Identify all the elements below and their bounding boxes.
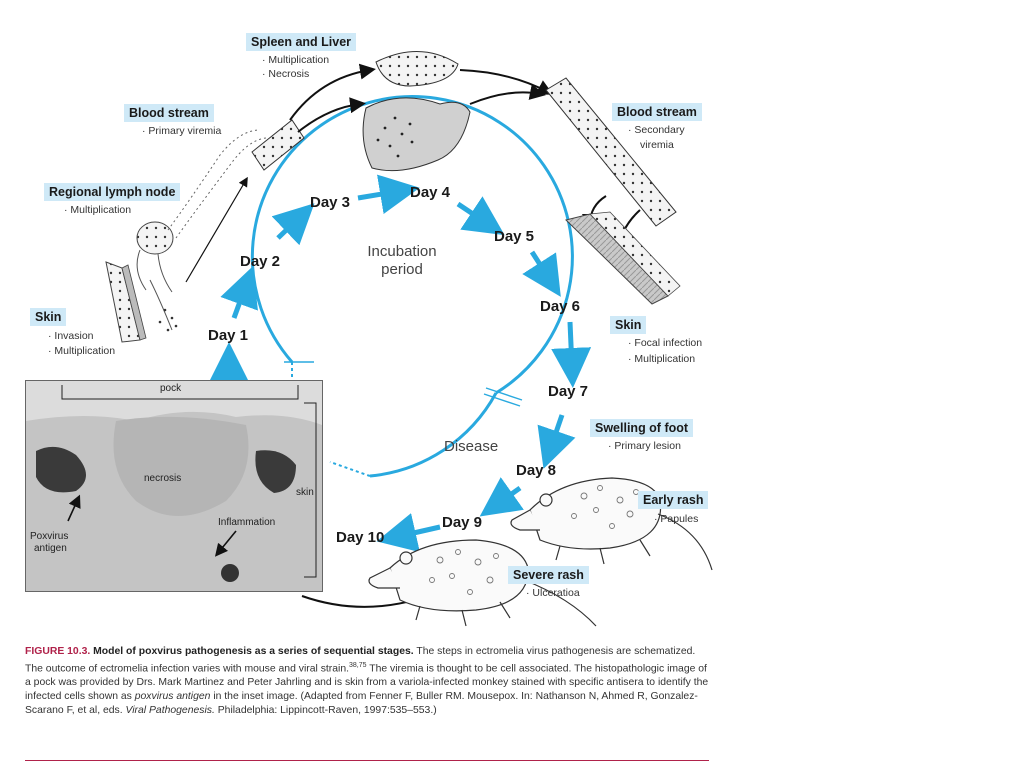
- mouse-severe-rash: [368, 539, 597, 627]
- skin-entry-item-1: · Invasion: [48, 330, 94, 342]
- caption-body-2: The viremia is thought to be cell associ…: [25, 663, 709, 703]
- skin-focal-item-1: · Focal infection: [628, 337, 703, 349]
- day-3: Day 3: [310, 194, 351, 211]
- spleen-liver-item-1: · Multiplication: [262, 54, 330, 66]
- day-arrows: [209, 174, 592, 553]
- lymph-node: [136, 129, 267, 293]
- blood-stream-secondary-item-1: · Secondary: [628, 124, 685, 136]
- day-6: Day 6: [540, 298, 581, 315]
- skin-entry-tissue: [105, 261, 178, 343]
- incubation-period-label: Incubation period: [367, 243, 437, 278]
- swelling-of-foot-label: Swelling of foot: [590, 419, 694, 437]
- caption-rule: [25, 760, 709, 761]
- day-8: Day 8: [516, 462, 557, 479]
- severe-rash-item: · Ulceratioa: [526, 587, 580, 599]
- disease-label: Disease: [444, 438, 499, 455]
- skin-inset-label: skin: [296, 487, 314, 498]
- inflammation-label: Inflammation: [218, 517, 276, 528]
- liver: [362, 97, 471, 172]
- blood-stream-secondary-item-2: viremia: [640, 139, 674, 151]
- caption-body-4: Philadelphia: Lippincott-Raven, 1997:535…: [217, 705, 437, 717]
- regional-lymph-node-item: · Multiplication: [64, 204, 132, 216]
- caption-italic-1: poxvirus antigen: [134, 691, 211, 703]
- incubation-arc: [250, 95, 574, 395]
- day-2: Day 2: [240, 253, 281, 270]
- day-7: Day 7: [548, 383, 589, 400]
- blood-vessel-primary: [251, 119, 305, 171]
- blood-stream-secondary-label: Blood stream: [612, 103, 702, 121]
- spleen: [375, 51, 459, 87]
- skin-focal-item-2: · Multiplication: [628, 353, 696, 365]
- day-1: Day 1: [208, 327, 249, 344]
- spleen-liver-item-2: · Necrosis: [262, 68, 310, 80]
- skin-focal-label: Skin: [610, 316, 647, 334]
- caption-body-1: The steps in ectromelia virus pathogenes…: [25, 646, 696, 675]
- caption-body-3: in the inset image. (Adapted from Fenner…: [25, 691, 698, 717]
- spleen-liver-label: Spleen and Liver: [246, 33, 357, 51]
- day-10: Day 10: [336, 529, 385, 546]
- caption-italic-2: Viral Pathogenesis.: [125, 705, 215, 717]
- necrosis-label: necrosis: [144, 473, 182, 484]
- blood-vessel-secondary: [545, 77, 677, 227]
- regional-lymph-node-label: Regional lymph node: [44, 183, 181, 201]
- figure-caption: FIGURE 10.3. Model of poxvirus pathogene…: [25, 645, 713, 718]
- disease-arc: [369, 392, 498, 478]
- caption-figure-number: FIGURE 10.3.: [25, 646, 91, 657]
- skin-focal-tissue: [565, 211, 681, 305]
- pock-label: pock: [160, 383, 182, 394]
- severe-rash-label: Severe rash: [508, 566, 589, 584]
- day-4: Day 4: [410, 184, 451, 201]
- day-5: Day 5: [494, 228, 535, 245]
- blood-stream-primary-item: · Primary viremia: [142, 125, 222, 137]
- skin-entry-item-2: · Multiplication: [48, 345, 116, 357]
- day-9: Day 9: [442, 514, 483, 531]
- histology-image: [26, 381, 322, 591]
- antigen-label-line1: Poxvirus: [30, 531, 69, 542]
- antigen-label-line2: antigen: [34, 543, 67, 554]
- skin-entry-label: Skin: [30, 308, 67, 326]
- histology-inset: pock necrosis skin Inflammation Poxvirus…: [25, 380, 323, 592]
- swelling-of-foot-item: · Primary lesion: [608, 440, 681, 452]
- blood-stream-primary-label: Blood stream: [124, 104, 214, 122]
- diagram-art: [105, 51, 713, 627]
- caption-title: Model of poxvirus pathogenesis as a seri…: [93, 646, 414, 657]
- caption-superscript: 38,75: [349, 662, 367, 669]
- early-rash-item: · Papules: [654, 513, 699, 525]
- cycle-ring: [250, 95, 574, 478]
- early-rash-label: Early rash: [638, 491, 709, 509]
